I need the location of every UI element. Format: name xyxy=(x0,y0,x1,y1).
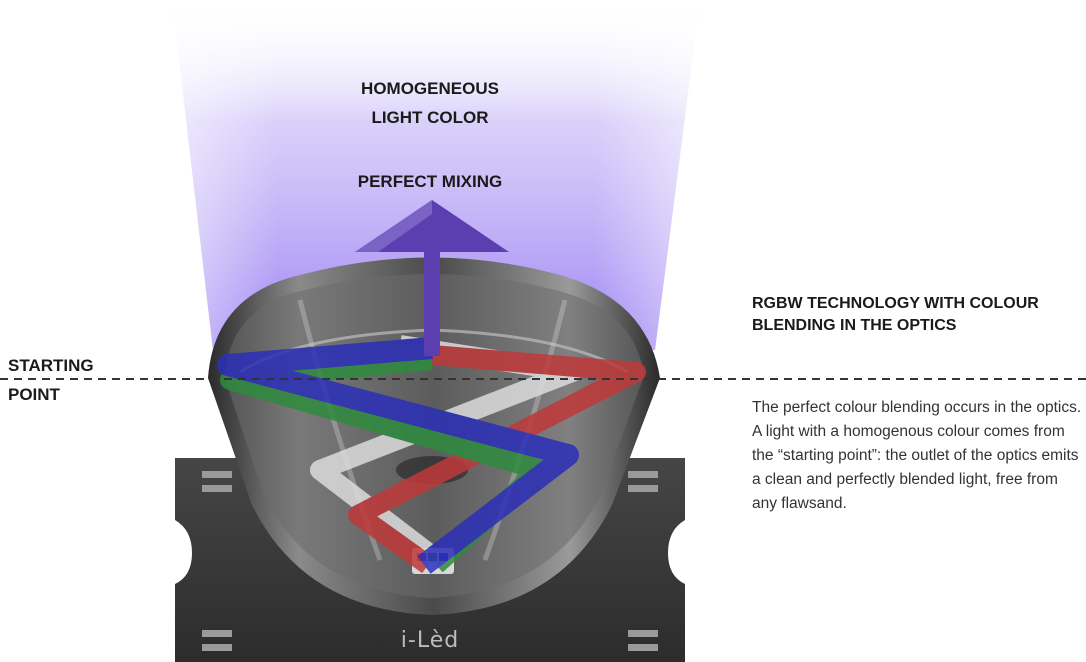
brand-logo: i-Lèd xyxy=(400,628,460,653)
color-blend-paths xyxy=(217,335,646,574)
light-beam-fade xyxy=(172,0,700,350)
light-color-label: LIGHT COLOR xyxy=(371,108,489,127)
blue-path xyxy=(217,337,579,574)
board-pin xyxy=(202,644,232,651)
point-label: POINT xyxy=(8,385,60,404)
board-pin xyxy=(628,644,658,651)
rgbw-heading: RGBW TECHNOLOGY WITH COLOUR BLENDING IN … xyxy=(752,295,1039,334)
board-pin xyxy=(628,471,658,478)
board-pin xyxy=(628,485,658,492)
board-pin xyxy=(202,471,232,478)
perfect-mixing-label: PERFECT MIXING xyxy=(357,172,503,191)
starting-label: STARTING xyxy=(8,356,94,375)
board-pin xyxy=(202,630,232,637)
board-pin xyxy=(628,630,658,637)
board-pin xyxy=(202,485,232,492)
mixing-arrow xyxy=(355,200,509,356)
rgbw-description: The perfect colour blending occurs in th… xyxy=(752,399,1082,512)
homogeneous-label: HOMOGENEOUS xyxy=(361,79,499,98)
